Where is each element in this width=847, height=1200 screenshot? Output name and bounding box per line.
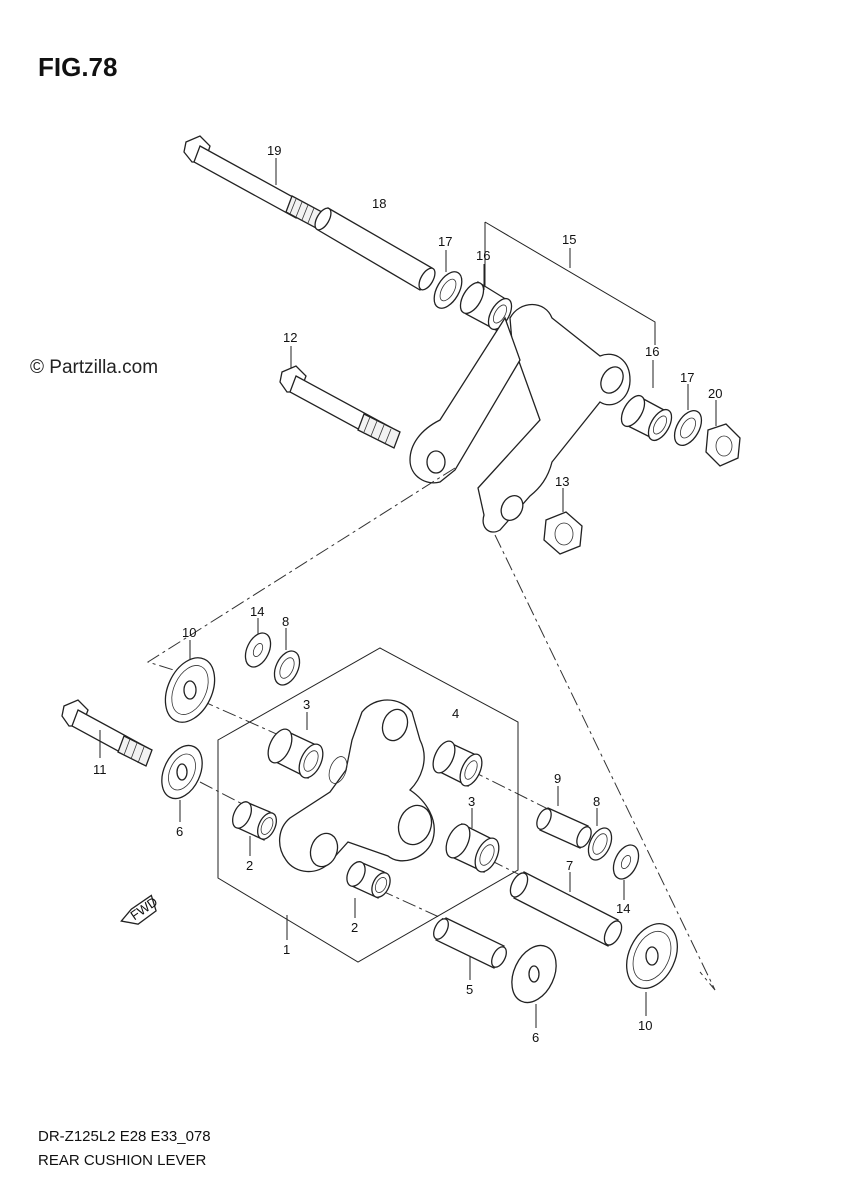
callout-9: 9 [554,771,561,786]
callout-16-upper: 16 [476,248,490,263]
figure-title: FIG.78 [38,52,118,82]
callout-18: 18 [372,196,386,211]
callout-14-right: 14 [616,901,630,916]
callout-11: 11 [93,762,107,777]
washer-14-right[interactable] [608,841,643,883]
callout-8-right: 8 [593,794,600,809]
callout-3-right: 3 [468,794,475,809]
callout-4: 4 [452,706,459,721]
washer-6-left[interactable] [154,739,210,805]
bearing-3-right-upper[interactable] [429,738,487,789]
callout-16-right: 16 [645,344,659,359]
cushion-rod-15[interactable] [409,304,631,533]
seal-17-upper[interactable] [428,267,467,313]
seal-17-right[interactable] [669,406,707,450]
callout-20: 20 [708,386,722,401]
collar-7[interactable] [507,870,625,948]
washer-10-right[interactable] [617,915,687,996]
bushing-2-left[interactable] [229,799,280,842]
callout-8-upper: 8 [282,614,289,629]
callout-6-lower: 6 [532,1030,539,1045]
callout-5: 5 [466,982,473,997]
callout-10-left: 10 [182,625,196,640]
callout-10-right: 10 [638,1018,652,1033]
seal-8-upper[interactable] [269,647,304,689]
partzilla-watermark: © Partzilla.com [30,357,159,378]
collar-18[interactable] [312,206,438,293]
callout-2-left: 2 [246,858,253,873]
bearing-3-right-lower[interactable] [441,820,503,875]
callout-7: 7 [566,858,573,873]
callout-19: 19 [267,143,281,158]
callout-14-upper: 14 [250,604,264,619]
callout-6-left: 6 [176,824,183,839]
bolt-12[interactable] [279,365,401,449]
nut-13[interactable] [543,511,583,555]
bearing-3-left[interactable] [263,725,327,781]
collar-5[interactable] [431,916,510,969]
bolt-19[interactable] [183,135,323,229]
alignment-line-collar9 [469,769,561,816]
callout-2-lower: 2 [351,920,358,935]
callout-17-upper: 17 [438,234,452,249]
alignment-line-left [146,467,456,673]
washer-6-lower[interactable] [503,938,565,1009]
part-group-name: REAR CUSHION LEVER [38,1152,207,1169]
alignment-line-bolt11 [199,781,251,809]
collar-9[interactable] [534,806,594,849]
washer-10-left[interactable] [156,650,225,730]
bearing-16-upper[interactable] [456,279,517,333]
callout-15: 15 [562,232,576,247]
bushing-2-lower[interactable] [343,859,393,900]
cushion-lever-1[interactable] [279,699,437,873]
group-15-bracket [484,221,656,345]
forward-direction-icon: FWD [120,894,160,925]
callout-12: 12 [283,330,297,345]
callout-13: 13 [555,474,569,489]
seal-8-right[interactable] [584,824,616,863]
alignment-line-collar5 [379,889,451,923]
washer-14-upper[interactable] [240,629,275,671]
callout-3-left: 3 [303,697,310,712]
bearing-16-right[interactable] [617,392,677,444]
model-code: DR-Z125L2 E28 E33_078 [38,1128,211,1145]
nut-20[interactable] [705,423,741,467]
group-4-outline [217,647,519,963]
callout-1: 1 [283,942,290,957]
alignment-line-washer [199,699,291,741]
leader-lines [99,158,717,1028]
alignment-line-right [494,534,716,991]
bolt-11[interactable] [61,699,153,767]
callout-17-right: 17 [680,370,694,385]
